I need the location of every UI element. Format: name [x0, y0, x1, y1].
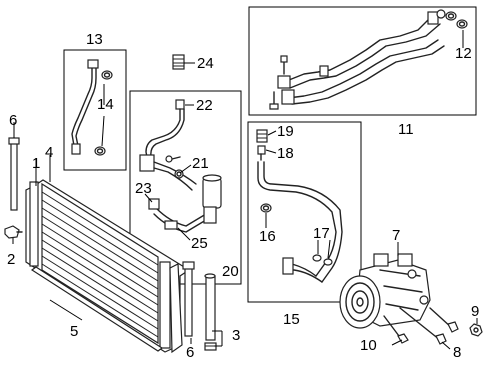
- callout-14: 14: [97, 96, 114, 113]
- callout-13: 13: [86, 31, 103, 48]
- callout-16: 16: [259, 228, 276, 245]
- nut-9: [469, 323, 483, 337]
- callout-6-left: 6: [9, 112, 17, 129]
- box-13: [63, 49, 127, 171]
- compressor-7: [339, 253, 431, 329]
- box-15: [247, 121, 362, 303]
- receiver-drier-3: [204, 273, 217, 351]
- box-11: [248, 6, 477, 116]
- leader-lines: [12, 30, 478, 350]
- callout-1: 1: [32, 155, 40, 172]
- callout-23: 23: [135, 180, 152, 197]
- callout-labels: 1 4 6 2 5 6 3 13 14 24 22 21 23 25 20 12…: [7, 31, 479, 361]
- callout-4: 4: [45, 144, 53, 161]
- callout-19: 19: [277, 123, 294, 140]
- condenser: [25, 179, 191, 354]
- callout-21: 21: [192, 155, 209, 172]
- liquid-line-20: [139, 99, 222, 233]
- discharge-line-15: [256, 129, 343, 283]
- bolts-8-10: [383, 307, 459, 345]
- callout-6-right: 6: [186, 344, 194, 360]
- callout-25: 25: [191, 235, 208, 252]
- callout-8: 8: [453, 344, 461, 360]
- callout-12: 12: [455, 45, 472, 62]
- callout-5: 5: [70, 323, 78, 340]
- drier-rod-left: [8, 137, 20, 211]
- callout-18: 18: [277, 145, 294, 162]
- callout-11: 11: [398, 121, 414, 138]
- callout-15: 15: [283, 311, 300, 328]
- drier-rod-right: [182, 261, 195, 337]
- cap-24: [172, 54, 185, 70]
- callout-3: 3: [232, 327, 240, 344]
- suction-line-11: [269, 9, 468, 110]
- bolt-2: [4, 225, 23, 239]
- callout-22: 22: [196, 97, 213, 114]
- callout-17: 17: [313, 225, 330, 242]
- callout-7: 7: [392, 227, 400, 244]
- air-deflector-strip-5: [30, 266, 164, 352]
- callout-24: 24: [197, 55, 214, 72]
- hose-13: [71, 59, 113, 156]
- callout-20: 20: [222, 263, 239, 280]
- callout-9: 9: [471, 303, 479, 320]
- callout-10: 10: [360, 337, 377, 354]
- callout-2: 2: [7, 251, 15, 268]
